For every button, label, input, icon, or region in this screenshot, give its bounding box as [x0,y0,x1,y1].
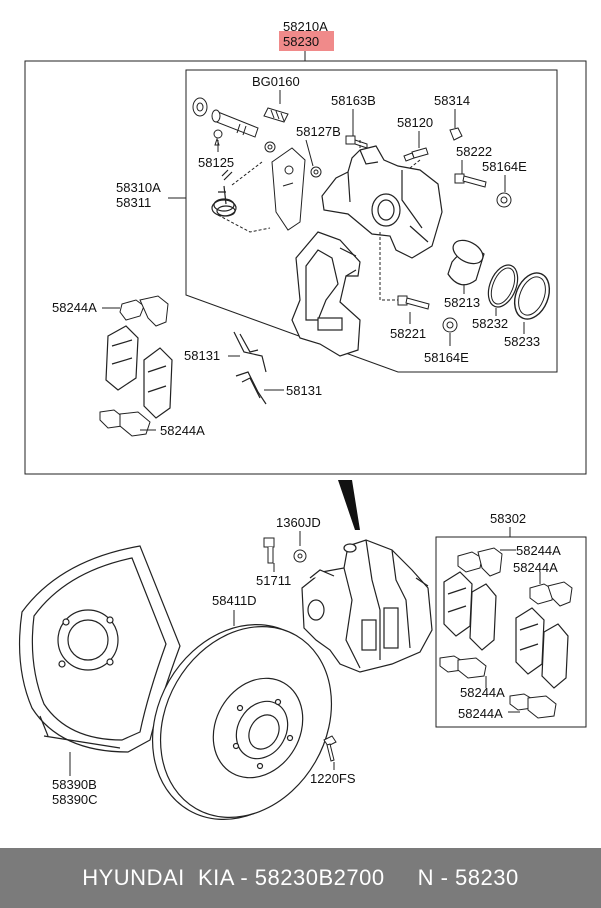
label-58310A: 58310A [116,180,161,195]
label-58390C: 58390C [52,792,98,807]
label-58232: 58232 [472,316,508,331]
label-58120: 58120 [397,115,433,130]
pad-kit-box [435,536,587,728]
footer-bar: HYUNDAI KIA - 58230B2700 N - 58230 [0,848,601,908]
brake-disc-part [151,624,333,820]
label-1360JD: 1360JD [276,515,321,530]
caliper-assembly-part [301,539,433,673]
brake-pad-right-part [143,347,173,419]
pad-kit-clip-4 [509,693,557,719]
label-58230: 58230 [283,34,319,49]
pad-clip-top-part [119,295,169,327]
label-58244A-5: 58244A [460,685,505,700]
caliper-carrier-part [291,231,361,357]
cap-58164E-bottom-part [442,317,458,333]
pad-clip-bottom-part [99,409,151,437]
bolt-51711-part [263,537,275,564]
label-58244A-3: 58244A [516,543,561,558]
label-58311: 58311 [116,195,151,210]
pad-kit-clip-1 [457,547,503,577]
retainer-spring-part [233,331,267,405]
label-58244A-1: 58244A [52,300,97,315]
washer-1360JD-part [293,549,307,563]
footer-part-number: HYUNDAI KIA - 58230B2700 N - 58230 [82,865,519,890]
piston-part [447,239,485,286]
pointer-arrow [338,480,360,530]
label-58163B: 58163B [331,93,376,108]
washer-58127B-part [264,141,276,153]
label-58131-2: 58131 [286,383,322,398]
bolt-58125-part [213,129,223,146]
label-58302: 58302 [490,511,526,526]
caliper-body-part [321,145,443,259]
label-58164E-bottom: 58164E [424,350,469,365]
label-58210A: 58210A [283,19,328,34]
highlight-box [279,31,334,51]
label-58131-1: 58131 [184,348,220,363]
outer-frame [24,60,587,475]
bolt-58163B-part [345,135,368,149]
anti-rattle-plate-part [271,147,306,231]
pad-kit-pad-2 [515,607,569,689]
dust-shield-part [18,545,181,753]
label-1220FS: 1220FS [310,771,356,786]
bleeder-screw-part [403,147,429,162]
pad-kit-clip-3 [439,655,487,679]
label-58127B: 58127B [296,124,341,139]
bleeder-cap-part [449,127,463,141]
inner-frame [185,69,558,373]
label-58125: 58125 [198,155,234,170]
brake-pad-left-part [105,325,139,391]
label-58221: 58221 [390,326,426,341]
spring-clip-part [211,169,237,217]
label-51711: 51711 [256,573,291,588]
cap-58164E-part [496,192,512,208]
label-58411D: 58411D [212,593,257,608]
label-58164E-top: 58164E [482,159,527,174]
piston-boot-part [513,272,551,320]
label-BG0160: BG0160 [252,74,300,89]
brake-assembly-drawing: 58210A 58230 BG0160 58125 [18,19,587,820]
bolt-58222-part [454,173,487,188]
label-58314: 58314 [434,93,470,108]
label-58213: 58213 [444,295,480,310]
bolt-58221-part [397,295,430,310]
dust-boot-part [192,97,208,117]
screw-1220FS-part [323,735,337,762]
label-58244A-6: 58244A [458,706,503,721]
label-58244A-4: 58244A [513,560,558,575]
label-58233: 58233 [504,334,540,349]
grease-tube-part [263,107,289,123]
piston-seal-part [487,264,519,308]
pad-kit-pad-1 [443,571,497,651]
pad-kit-clip-2 [529,581,573,607]
label-58244A-2: 58244A [160,423,205,438]
label-58390B: 58390B [52,777,97,792]
label-58222: 58222 [456,144,492,159]
guide-pin-part [211,109,259,138]
